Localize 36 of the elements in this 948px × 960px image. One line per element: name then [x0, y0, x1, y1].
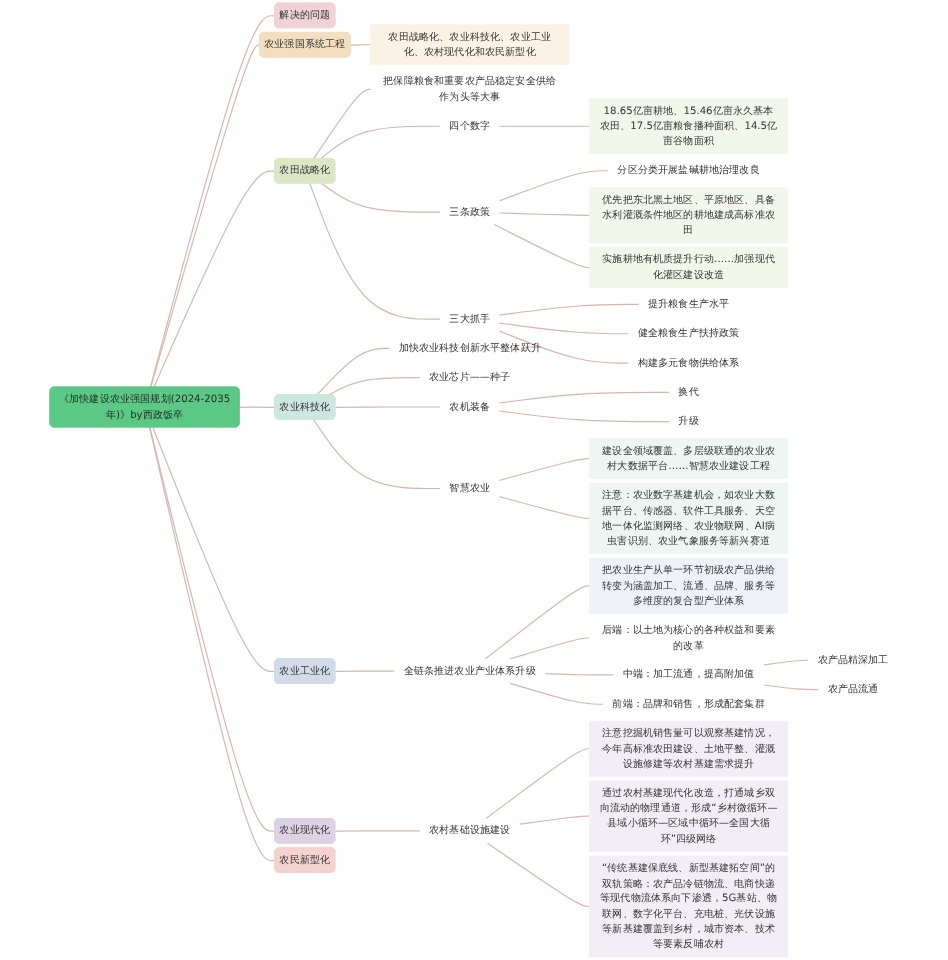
connector — [149, 15, 276, 389]
connector — [498, 322, 629, 335]
connector — [493, 223, 590, 269]
connector — [334, 830, 421, 832]
connector — [312, 88, 372, 160]
connector — [498, 125, 590, 127]
connector — [498, 496, 590, 519]
connector — [321, 182, 441, 213]
connector — [498, 458, 590, 481]
connector — [327, 377, 421, 396]
connector — [150, 44, 261, 389]
connector — [498, 170, 609, 202]
connector — [309, 182, 441, 320]
connector — [484, 585, 590, 660]
connector — [238, 406, 276, 408]
connector — [319, 125, 441, 160]
connector — [316, 347, 390, 396]
connector — [498, 391, 670, 404]
connector — [152, 426, 276, 673]
connector — [498, 410, 670, 423]
connector — [349, 44, 372, 46]
connector — [509, 637, 590, 660]
connector — [498, 212, 590, 216]
connector — [485, 748, 590, 820]
connector — [153, 170, 276, 389]
connector — [312, 419, 441, 490]
connector — [763, 659, 809, 666]
connector — [498, 303, 640, 316]
connector — [334, 406, 441, 408]
connector — [498, 330, 629, 364]
connector — [544, 673, 614, 676]
connector — [509, 682, 604, 705]
connector — [519, 815, 590, 825]
connector — [334, 670, 395, 673]
connector — [763, 684, 819, 691]
connector — [486, 842, 590, 908]
